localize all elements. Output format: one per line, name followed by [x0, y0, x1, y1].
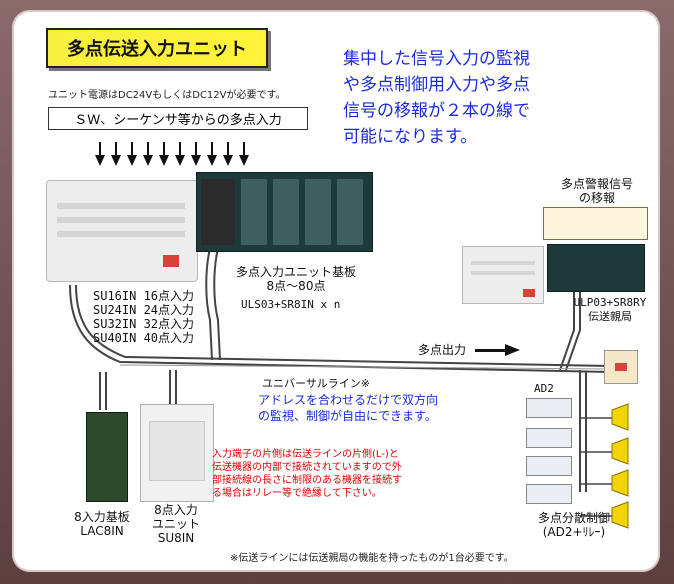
su8in-unit-image [140, 404, 214, 502]
lac8in-board-image [86, 412, 128, 502]
down-arrow-icon [207, 142, 217, 166]
unit-model: SU32IN 32点入力 [93, 317, 195, 331]
ad2-module [526, 484, 572, 504]
ad2-module [526, 398, 572, 418]
wire [559, 290, 575, 371]
vent-slot [471, 271, 535, 275]
board-label-line: 8点～80点 [266, 279, 326, 293]
red-note: 入力端子の片側は伝送ラインの片側(L-)と 伝送機器の内部で接続されていますので… [212, 448, 440, 500]
su8in-label: 8点入力 ユニット SU8IN [136, 503, 216, 545]
address-note-line: アドレスを合わせるだけで双方向 [258, 393, 439, 407]
alarm-panel-image [543, 207, 648, 240]
ad2-module [526, 456, 572, 476]
address-note-line: の監視、制御が自由にできます。 [258, 409, 437, 423]
wire [69, 284, 611, 373]
warning-lamp-icon [611, 469, 629, 497]
input-arrows [95, 142, 249, 166]
board-module [337, 179, 363, 245]
wire [205, 247, 213, 361]
down-arrow-icon [111, 142, 121, 166]
su8in-panel [149, 421, 205, 481]
su8in-label-line: 8点入力 [154, 503, 198, 517]
su8in-label-line: ユニット [151, 517, 200, 531]
warning-lamp-icon [611, 437, 629, 465]
universal-line-label: ユニバーサルライン※ [262, 377, 370, 390]
input-source-text: ＳＷ、シーケンサ等からの多点入力 [74, 113, 282, 128]
down-arrow-icon [127, 142, 137, 166]
indicator-icon [615, 363, 627, 371]
headline-line: や多点制御用入力や多点 [343, 75, 530, 95]
vent-slot [57, 203, 185, 209]
unit-model: SU16IN 16点入力 [93, 289, 195, 303]
down-arrow-icon [239, 142, 249, 166]
warning-lamp-icon [611, 501, 629, 529]
vent-slot [471, 261, 535, 265]
red-note-line: 入力端子の片側は伝送ラインの片側(L-)と [212, 449, 399, 460]
down-arrow-icon [175, 142, 185, 166]
headline-line: 集中した信号入力の監視 [343, 49, 530, 69]
vent-slot [57, 231, 185, 237]
title-text: 多点伝送入力ユニット [67, 39, 247, 60]
wire [213, 247, 221, 361]
lac8in-label-line: LAC8IN [80, 524, 124, 538]
power-note: ユニット電源はDC24VもしくはDC12Vが必要です。 [48, 90, 286, 101]
input-board-image [196, 172, 373, 252]
distributed-label: 多点分散制御 (AD2+ﾘﾚｰ) [519, 511, 629, 539]
board-label: 多点入力ユニット基板 8点～80点 [221, 265, 371, 293]
headline: 集中した信号入力の監視 や多点制御用入力や多点 信号の移報が２本の線で 可能にな… [343, 46, 593, 150]
distributed-label-line: 多点分散制御 [537, 511, 610, 525]
alarm-label: 多点警報信号 の移報 [542, 177, 652, 205]
output-label: 多点出力 [418, 343, 467, 357]
board-controller [201, 179, 235, 245]
unit-model-list: SU16IN 16点入力 SU24IN 24点入力 SU32IN 32点入力 S… [93, 289, 194, 345]
red-note-line: る場合はリレー等で絶縁して下さい。 [212, 488, 382, 499]
distributed-label-line: (AD2+ﾘﾚｰ) [542, 525, 606, 539]
su8in-label-line: SU8IN [157, 531, 195, 545]
warning-lamp-icon [611, 403, 629, 431]
master-label: ULP03+SR8RY 伝送親局 [565, 296, 655, 324]
red-note-line: 伝送機器の内部で接続されていますので外 [212, 462, 402, 473]
ad2-label: AD2 [534, 382, 554, 395]
board-label-line: 多点入力ユニット基板 [235, 265, 356, 279]
address-note: アドレスを合わせるだけで双方向 の監視、制御が自由にできます。 [258, 392, 438, 424]
output-arrow-icon [475, 344, 520, 356]
alarm-label-line: 多点警報信号 [560, 177, 633, 191]
input-source-box: ＳＷ、シーケンサ等からの多点入力 [48, 107, 308, 130]
board-module [305, 179, 331, 245]
master-board-image [547, 244, 645, 292]
wire [565, 290, 581, 371]
wire [75, 284, 611, 367]
footnote: ※伝送ラインには伝送親局の機能を持ったものが1台必要です。 [230, 553, 514, 564]
red-note-line: 部接続線の長さに制限のある機器を接続す [212, 475, 402, 486]
unit-model: SU40IN 40点入力 [93, 331, 195, 345]
master-enclosure [462, 246, 544, 304]
down-arrow-icon [223, 142, 233, 166]
board-model: ULS03+SR8IN x n [241, 298, 341, 311]
down-arrow-icon [159, 142, 169, 166]
board-module [241, 179, 267, 245]
master-label-line: ULP03+SR8RY [573, 296, 647, 309]
headline-line: 可能になります。 [343, 127, 478, 147]
headline-line: 信号の移報が２本の線で [343, 101, 530, 121]
unit-model: SU24IN 24点入力 [93, 303, 195, 317]
vent-slot [57, 217, 185, 223]
ad2-module [526, 428, 572, 448]
down-arrow-icon [143, 142, 153, 166]
down-arrow-icon [95, 142, 105, 166]
wire-highlight [119, 364, 611, 370]
lac8in-label: 8入力基板 LAC8IN [62, 510, 142, 538]
lac8in-label-line: 8入力基板 [74, 510, 130, 524]
alarm-label-line: の移報 [578, 191, 615, 205]
down-arrow-icon [191, 142, 201, 166]
board-module [273, 179, 299, 245]
wall-box-image [604, 350, 638, 384]
main-unit-enclosure [46, 180, 198, 282]
title-box: 多点伝送入力ユニット [46, 28, 268, 68]
logo-icon [523, 289, 535, 297]
down-arrow-group [95, 142, 249, 166]
logo-icon [163, 255, 179, 267]
master-label-line: 伝送親局 [588, 310, 632, 323]
